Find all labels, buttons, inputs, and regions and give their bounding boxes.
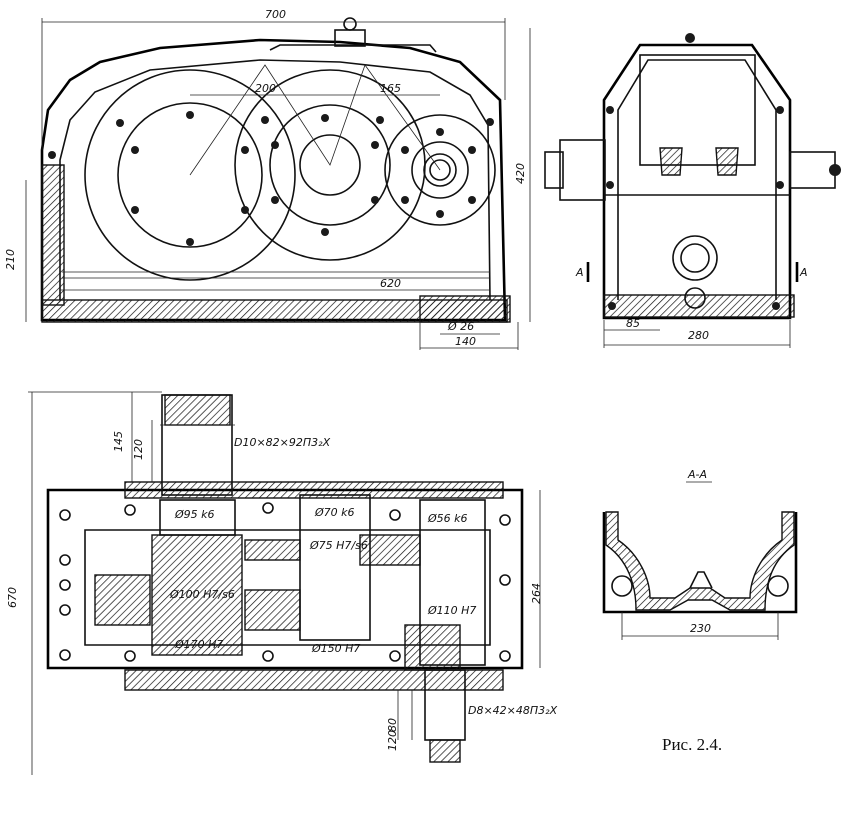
gear-hub-upper — [244, 539, 301, 561]
dim-700: 700 — [265, 8, 286, 21]
dim-fit-70: Ø70 k6 — [314, 506, 355, 519]
section-aa-drain-boss — [689, 571, 713, 589]
section-aa-view: А-А 230 — [602, 468, 798, 640]
bearing-95 — [159, 499, 236, 536]
side-base — [603, 294, 795, 318]
side-housing-inner — [617, 59, 777, 300]
side-view: A A 85 280 — [544, 33, 841, 348]
dim-120-top: 120 — [132, 439, 145, 460]
dim-85: 85 — [626, 317, 640, 330]
side-bolt-holes — [606, 33, 784, 310]
dim-264: 264 — [530, 583, 543, 604]
front-gear-large-outline — [84, 69, 296, 281]
dim-620: 620 — [380, 277, 401, 290]
gear-hub-lower — [244, 589, 301, 631]
dim-fit-75: Ø75 Н7/s6 — [309, 539, 368, 552]
dim-fit-170: Ø170 Н7 — [174, 638, 223, 651]
front-breather-cap — [343, 17, 357, 31]
front-bolt-holes — [48, 111, 494, 246]
front-gear-mid-hub — [269, 104, 391, 226]
side-input-shaft — [544, 151, 564, 189]
dim-fit-56: Ø56 k6 — [427, 512, 468, 525]
side-drain-boss — [672, 235, 718, 281]
section-aa-wall — [605, 511, 795, 611]
dim-140: 140 — [455, 335, 476, 348]
dim-fit-95: Ø95 k6 — [174, 508, 215, 521]
front-gear-large-hub — [117, 102, 263, 248]
section-aa-hole-left — [611, 575, 633, 597]
gear-wheel-1 — [94, 574, 151, 626]
bearing-110 — [404, 624, 461, 671]
dim-670: 670 — [6, 587, 19, 608]
bottom-output-nut — [429, 739, 461, 763]
front-output-bore — [429, 159, 451, 181]
top-top-flange — [124, 481, 504, 499]
dim-120-bottom: 120 — [386, 730, 399, 751]
top-section-view: 670 145 120 D10×82×92П3₂Х Ø95 k6 Ø70 k6 … — [6, 391, 558, 775]
front-gear-small-outline — [384, 114, 496, 226]
section-aa-outline — [602, 512, 798, 614]
front-housing-inner — [59, 59, 491, 301]
front-top-cover — [269, 44, 437, 53]
side-housing-outline — [602, 43, 792, 320]
front-housing-outline — [40, 38, 507, 322]
dim-80: 80 — [386, 718, 399, 732]
dim-145: 145 — [112, 431, 125, 452]
gear-wheel-large — [151, 534, 243, 656]
dim-spline-bottom: D8×42×48П3₂Х — [468, 704, 558, 717]
side-section-label-left: A — [575, 266, 584, 279]
side-drain-plug — [684, 287, 706, 309]
side-boss-right — [715, 147, 739, 176]
front-foot — [419, 295, 511, 323]
front-construction-lines — [189, 64, 441, 176]
dim-230: 230 — [690, 622, 711, 635]
section-aa-hole-right — [767, 575, 789, 597]
side-output-shaft — [789, 151, 836, 189]
dim-fit-100: Ø100 Н7/s6 — [169, 588, 235, 601]
dim-165: 165 — [380, 82, 401, 95]
front-output-shaft — [423, 153, 457, 187]
gear-pinion-mid — [359, 534, 421, 566]
side-boss-left — [659, 147, 683, 176]
front-gear-mid-bore — [299, 134, 361, 196]
dim-d26: Ø 26 — [447, 320, 474, 333]
side-section-label-right: A — [799, 266, 808, 279]
figure-caption: Рис. 2.4. — [662, 735, 722, 754]
top-bottom-flange — [124, 669, 504, 691]
front-bearing-cap — [411, 141, 469, 199]
top-housing-inner — [84, 529, 491, 646]
side-output-nut — [829, 164, 841, 176]
side-input-coupling — [559, 139, 606, 201]
dim-280: 280 — [688, 329, 709, 342]
dim-200: 200 — [255, 82, 276, 95]
dim-fit-150: Ø150 Н7 — [311, 642, 360, 655]
dim-210: 210 — [4, 249, 17, 270]
front-left-wall — [41, 164, 65, 306]
intermediate-shaft — [299, 494, 371, 641]
top-input-coupling — [164, 394, 231, 426]
top-bolt-holes — [59, 502, 511, 662]
dim-fit-110: Ø110 Н7 — [427, 604, 476, 617]
side-cover — [639, 54, 756, 166]
front-view: 700 200 165 420 210 620 Ø 26 140 — [4, 8, 531, 350]
dim-spline-top: D10×82×92П3₂Х — [234, 436, 331, 449]
dim-420: 420 — [514, 163, 527, 184]
section-aa-title: А-А — [687, 468, 707, 481]
